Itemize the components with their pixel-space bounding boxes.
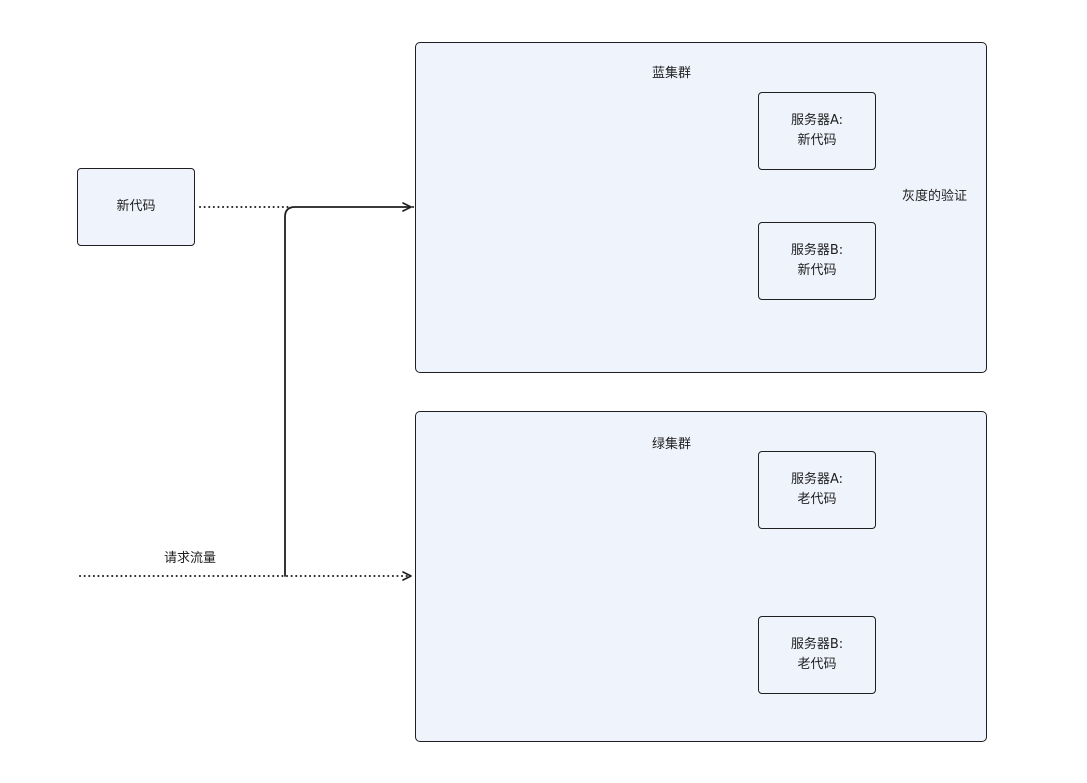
green-server-a-name: 服务器A: (790, 472, 844, 487)
blue-server-b-code: 新代码 (797, 263, 837, 278)
green-server-a-code: 老代码 (797, 492, 837, 507)
blue-server-b: 服务器B: 新代码 (758, 222, 876, 300)
gray-validation-label: 灰度的验证 (902, 189, 968, 204)
request-traffic-label: 请求流量 (164, 551, 217, 566)
green-server-b-code: 老代码 (797, 657, 837, 672)
green-server-b: 服务器B: 老代码 (758, 616, 876, 694)
blue-server-a-name: 服务器A: (790, 113, 844, 128)
green-server-a: 服务器A: 老代码 (758, 451, 876, 529)
green-cluster (415, 411, 987, 742)
blue-server-b-name: 服务器B: (790, 243, 844, 258)
blue-server-a-code: 新代码 (797, 133, 837, 148)
green-cluster-title: 绿集群 (652, 437, 692, 452)
traffic-to-blue-line (284, 202, 412, 577)
blue-cluster-title: 蓝集群 (652, 66, 692, 81)
blue-cluster (415, 42, 987, 373)
new-code-label: 新代码 (116, 199, 156, 214)
green-server-b-name: 服务器B: (790, 637, 844, 652)
new-code-box: 新代码 (77, 168, 195, 246)
blue-server-a: 服务器A: 新代码 (758, 92, 876, 170)
